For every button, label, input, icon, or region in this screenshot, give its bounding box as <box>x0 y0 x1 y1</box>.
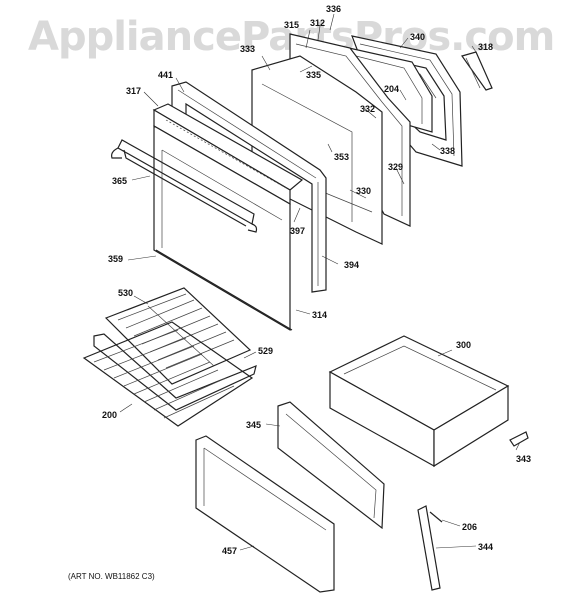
callout-336: 336 <box>326 4 342 14</box>
callout-314: 314 <box>312 310 328 320</box>
callout-529: 529 <box>258 346 274 356</box>
leader-lines <box>119 13 521 551</box>
part-359-bottom-trim <box>155 249 293 331</box>
callout-344: 344 <box>478 542 494 552</box>
callout-300: 300 <box>456 340 472 350</box>
callout-333: 333 <box>240 44 256 54</box>
art-number: (ART NO. WB11862 C3) <box>68 572 155 581</box>
part-317-door-top-trim <box>152 103 304 206</box>
callout-365: 365 <box>112 176 128 186</box>
part-318-door-gasket <box>461 51 493 91</box>
callout-353: 353 <box>334 152 350 162</box>
part-200-oven-rack <box>82 321 254 427</box>
part-457-drawer-front-panel <box>195 435 335 593</box>
callout-332: 332 <box>360 104 376 114</box>
callout-457: 457 <box>222 546 238 556</box>
callout-318: 318 <box>478 42 494 52</box>
callout-394: 394 <box>344 260 360 270</box>
callout-204: 204 <box>384 84 400 94</box>
callout-345: 345 <box>246 420 262 430</box>
callout-317: 317 <box>126 86 142 96</box>
callout-340: 340 <box>410 32 426 42</box>
part-365-door-handle <box>111 139 258 233</box>
callout-343: 343 <box>516 454 532 464</box>
callout-530: 530 <box>118 288 134 298</box>
part-344-drawer-slide <box>417 505 441 591</box>
callout-359: 359 <box>108 254 124 264</box>
callout-315: 315 <box>284 20 300 30</box>
callout-200: 200 <box>102 410 118 420</box>
callout-312: 312 <box>310 18 326 28</box>
callout-335: 335 <box>306 70 322 80</box>
part-530-broiler-pan-insert <box>104 287 252 385</box>
callout-397: 397 <box>290 226 306 236</box>
callout-206: 206 <box>462 522 478 532</box>
part-345-drawer-inner-panel <box>277 401 385 530</box>
part-300-storage-drawer <box>328 335 510 468</box>
part-206-screw <box>429 511 443 523</box>
callout-441: 441 <box>158 70 174 80</box>
callout-338: 338 <box>440 146 456 156</box>
part-343-drawer-stop <box>509 431 529 447</box>
callout-330: 330 <box>356 186 372 196</box>
callout-329: 329 <box>388 162 404 172</box>
